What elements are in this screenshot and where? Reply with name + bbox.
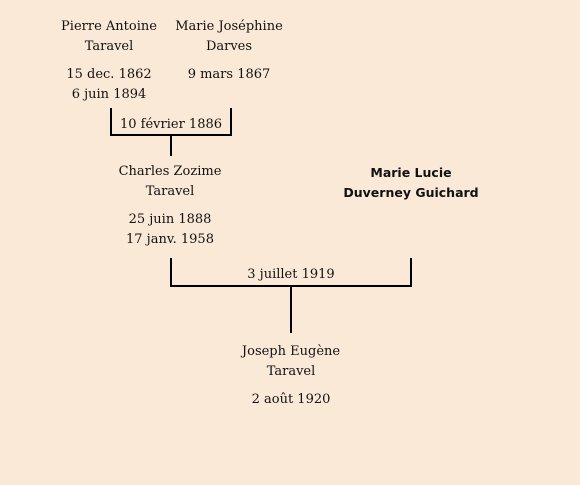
death-date: 6 juin 1894 [71,87,147,102]
person-marie-lucie-duverney-guichard[interactable]: Marie Lucie Duverney Guichard [336,163,486,203]
person-first-name: Joseph Eugène [241,344,341,359]
marriage-bracket-right [410,258,412,287]
person-first-name: Charles Zozime [118,164,222,179]
person-first-name: Pierre Antoine [61,19,157,34]
person-marie-josephine-darves[interactable]: Marie Joséphine Darves 9 mars 1867 [164,17,294,85]
marriage-bracket-left [170,258,172,287]
person-dates: 25 juin 1888 17 janv. 1958 [105,210,235,250]
marriage-bracket-left [110,108,112,136]
person-last-name: Taravel [84,39,134,54]
person-dates: 2 août 1920 [221,390,361,410]
birth-date: 15 dec. 1862 [66,67,152,82]
birth-date: 9 mars 1867 [187,67,271,82]
death-date: 17 janv. 1958 [126,232,214,247]
marriage-bracket-bottom [110,134,232,136]
person-first-name: Marie Joséphine [175,19,283,34]
person-charles-zozime-taravel[interactable]: Charles Zozime Taravel 25 juin 1888 17 j… [105,162,235,250]
marriage-bracket-bottom [170,285,412,287]
person-first-name: Marie Lucie [370,165,452,180]
birth-date: 25 juin 1888 [128,212,212,227]
marriage-bracket-right [230,108,232,136]
person-dates: 15 dec. 1862 6 juin 1894 [49,65,169,105]
marriage-date-2: 3 juillet 1919 [247,267,335,282]
person-last-name: Taravel [145,184,195,199]
birth-date: 2 août 1920 [251,392,331,407]
person-joseph-eugene-taravel[interactable]: Joseph Eugène Taravel 2 août 1920 [221,342,361,410]
person-last-name: Duverney Guichard [343,185,479,200]
person-last-name: Taravel [266,364,316,379]
person-pierre-antoine-taravel[interactable]: Pierre Antoine Taravel 15 dec. 1862 6 ju… [49,17,169,105]
marriage-date-1: 10 février 1886 [119,117,223,132]
descent-line-2 [290,287,292,333]
person-dates: 9 mars 1867 [164,65,294,85]
person-last-name: Darves [205,39,253,54]
descent-line-1 [170,136,172,156]
